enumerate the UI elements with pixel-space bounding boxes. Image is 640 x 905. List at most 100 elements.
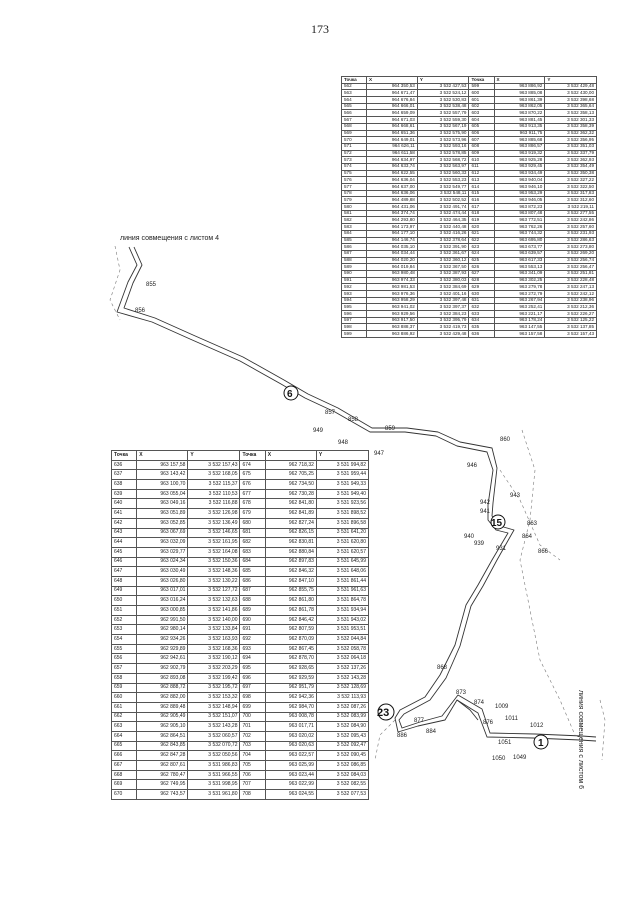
cell-y: 3 532 164,08	[187, 546, 241, 558]
cell-x: 963 772,51	[493, 216, 546, 225]
cell-point: 626	[468, 263, 495, 271]
cell-point: 649	[110, 585, 138, 597]
cell-x: 962 864,51	[136, 730, 189, 742]
cell-y: 3 532 256,74	[544, 256, 597, 265]
cell-y: 3 532 148,94	[187, 701, 241, 713]
cell-y: 3 532 440,48	[416, 223, 470, 231]
cell-x: 963 617,33	[493, 256, 546, 265]
cell-y: 3 531 961,80	[187, 789, 241, 800]
cell-y: 3 531 620,57	[315, 546, 370, 558]
cell-y: 3 532 163,93	[187, 634, 241, 645]
cell-x: 963 946,05	[493, 196, 546, 205]
cell-x: 963 881,45	[493, 116, 546, 124]
cell-y: 3 532 083,99	[315, 711, 370, 723]
cell-y: 3 531 998,95	[187, 779, 241, 791]
cell-y: 3 532 128,69	[315, 682, 370, 694]
cell-point: 606	[468, 129, 495, 138]
cell-point: 562	[340, 82, 368, 91]
cell-point: 687	[239, 585, 266, 597]
cell-point: 605	[468, 122, 495, 131]
cell-y: 3 531 949,40	[315, 488, 370, 500]
cell-point: 615	[468, 189, 495, 198]
point-label: 874	[474, 700, 485, 706]
cell-x: 963 272,79	[493, 290, 546, 298]
cell-y: 3 532 190,12	[187, 653, 241, 665]
marker-circle	[490, 514, 506, 530]
cell-point: 670	[110, 789, 138, 800]
cell-point: 566	[340, 109, 368, 118]
cell-x: 962 830,81	[264, 537, 317, 548]
cell-x: 963 919,32	[493, 149, 546, 158]
cell-point: 628	[468, 276, 495, 285]
cell-point: 600	[468, 89, 495, 98]
cell-x: 962 718,32	[264, 459, 317, 471]
cell-point: 578	[340, 189, 368, 198]
cell-point: 621	[468, 229, 495, 238]
cell-y: 3 531 898,52	[315, 508, 370, 519]
cell-x: 964 633,74	[366, 162, 418, 171]
cell-y: 3 532 116,88	[187, 498, 241, 510]
cell-x: 963 639,57	[493, 249, 546, 258]
cell-point: 706	[239, 769, 266, 781]
cell-y: 3 532 137,85	[544, 323, 597, 332]
cell-x: 962 826,15	[264, 527, 317, 539]
cell-point: 696	[239, 672, 266, 684]
cell-x: 962 807,59	[264, 624, 317, 636]
route-branch	[456, 699, 479, 721]
cell-y: 3 532 575,90	[416, 129, 470, 138]
cell-x: 964 293,80	[366, 216, 418, 225]
cell-point: 645	[110, 546, 138, 558]
cell-x: 962 780,47	[136, 769, 189, 781]
boundary-line	[519, 429, 576, 736]
cell-y: 3 532 530,83	[416, 96, 470, 104]
cell-x: 964 350,53	[366, 82, 418, 91]
marker-circle	[533, 734, 549, 750]
cell-point: 660	[110, 692, 138, 703]
point-label: 873	[456, 690, 467, 696]
cell-y: 3 531 620,80	[315, 537, 370, 548]
boundary-line	[599, 699, 606, 761]
cell-y: 3 532 219,11	[544, 203, 597, 211]
cell-point: 680	[239, 517, 266, 529]
cell-point: 572	[340, 149, 368, 158]
point-label: 855	[146, 282, 157, 288]
cell-y: 3 532 354,49	[544, 162, 597, 171]
cell-point: 587	[340, 249, 368, 258]
cell-x: 963 976,36	[366, 290, 418, 298]
header-y: Y	[187, 450, 241, 461]
cell-x: 962 984,70	[264, 701, 317, 713]
point-label: 942	[480, 500, 491, 506]
point-label: 940	[464, 534, 475, 540]
cell-point: 658	[110, 672, 138, 684]
cell-point: 585	[340, 236, 368, 245]
cell-y: 3 532 360,12	[416, 256, 470, 265]
cell-point: 620	[468, 223, 495, 231]
header-x: X	[366, 76, 418, 84]
cell-point: 663	[110, 721, 138, 732]
cell-x: 963 051,89	[136, 508, 189, 519]
cell-y: 3 532 226,27	[544, 310, 597, 318]
cell-point: 598	[340, 323, 368, 332]
cell-point: 614	[468, 183, 495, 191]
cell-y: 3 532 524,12	[416, 89, 470, 98]
cell-y: 3 532 427,53	[416, 82, 470, 91]
cell-point: 579	[340, 196, 368, 205]
cell-y: 3 532 058,78	[315, 643, 370, 655]
cell-x: 963 029,77	[136, 546, 189, 558]
cell-point: 595	[340, 303, 368, 312]
cell-point: 586	[340, 243, 368, 251]
point-label: 949	[313, 428, 324, 434]
cell-x: 962 902,79	[136, 663, 189, 674]
